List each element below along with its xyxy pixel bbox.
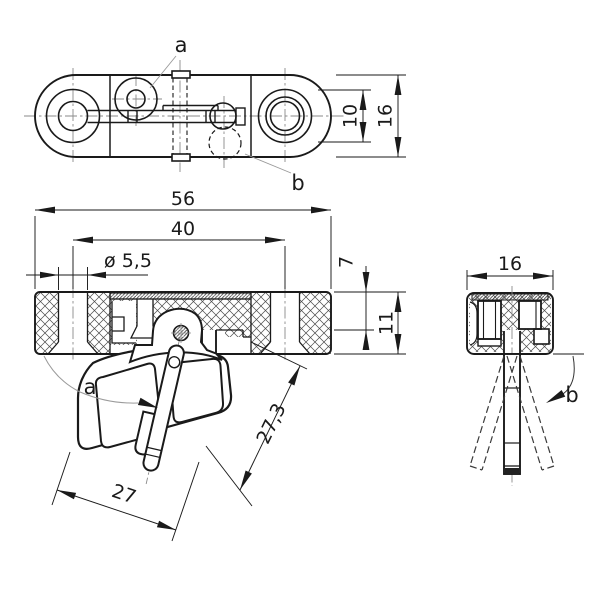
dim-top-offset [362,266,370,350]
dim-hole-spacing [72,236,286,289]
dim-depth-label: 16 [498,253,522,275]
side-view: 16 b [466,253,584,486]
dim-overall-width-label: 16 [375,104,397,128]
dim-depth [466,270,554,290]
latch-spring-pin [168,356,181,369]
side-view-spring-plate [471,293,549,301]
top-view-top-tab [171,70,191,79]
dim-latch-length-label: 27,3 [252,400,290,448]
side-view-swing-positions [469,355,555,471]
top-view-latch-bar [87,102,246,130]
front-view-label-a: a [84,375,97,399]
top-view-pivot-boss [114,77,158,121]
dim-latch-length [205,341,308,507]
dim-boss-width [318,89,371,143]
dim-body-height-label: 11 [376,311,398,335]
dim-overall-width [336,74,406,158]
side-view-label-b: b [565,383,578,407]
dim-latch-width [51,451,200,542]
top-view: 10 16 a b [24,33,406,195]
top-view-right-boss [257,88,313,144]
top-view-bottom-tab [171,153,191,162]
top-view-left-boss [45,88,101,144]
top-view-label-a: a [175,33,188,57]
dim-body-height [334,291,406,355]
dim-boss-width-label: 10 [340,104,362,128]
front-view-spring-plate [109,292,252,300]
dim-latch-width-label: 27 [109,480,139,509]
dim-length [34,206,332,289]
top-view-outline [34,74,332,158]
front-view-latch [76,307,233,485]
dim-hole-spacing-label: 40 [171,218,195,240]
dim-length-label: 56 [171,188,195,210]
latch-tongue [142,344,185,472]
dim-top-offset-label: 7 [336,256,358,268]
dim-hole-diameter-label: ø 5,5 [104,250,152,272]
side-view-bolt-bar [503,353,521,475]
front-view: 56 40 ø 5,5 7 [26,188,406,542]
dim-hole-diameter [26,267,148,290]
side-view-interior [469,300,550,354]
top-view-label-b: b [291,171,304,195]
top-view-hidden-catch-circle [208,126,242,160]
